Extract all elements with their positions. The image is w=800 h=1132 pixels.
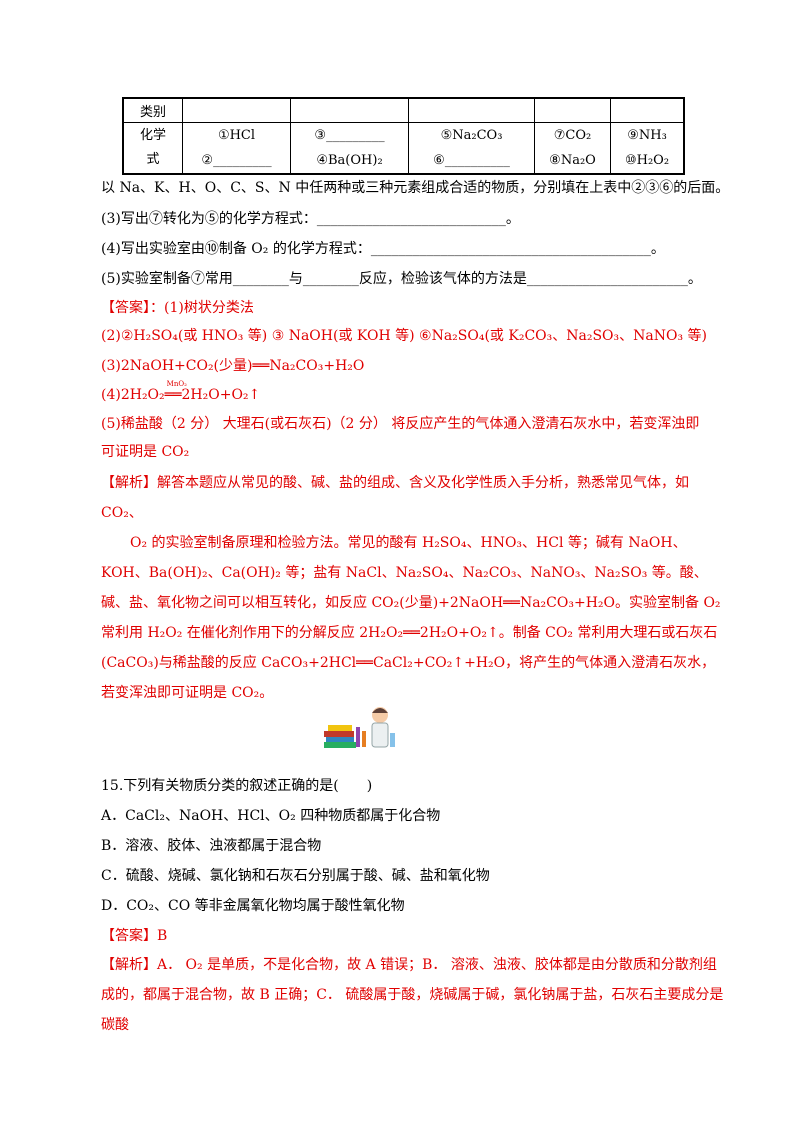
category-header: 类别 <box>122 97 183 123</box>
analysis-intro: 【解析】解答本题应从常见的酸、碱、盐的组成、含义及化学性质入手分析，熟悉常见气体… <box>101 475 689 521</box>
table-header-row: 类别 <box>122 97 685 123</box>
question-intro: 以 Na、K、H、O、C、S、N 中任两种或三种元素组成合适的物质，分别填在上表… <box>101 180 730 196</box>
question-5: (5)实验室制备⑦常用________与________反应，检验该气体的方法是… <box>101 271 702 287</box>
question-4: (4)写出实验室由⑩制备 O₂ 的化学方程式：_________________… <box>101 241 665 257</box>
option-c: C．硫酸、烧碱、氯化钠和石灰石分别属于酸、碱、盐和氧化物 <box>101 868 490 884</box>
answer-label: 【答案】 <box>101 300 150 316</box>
scientist-illustration <box>324 707 395 748</box>
catalyst-equation-sign: MnO₂══ <box>164 380 187 403</box>
analysis-body: O₂ 的实验室制备原理和检验方法。常见的酸有 H₂SO₄、HNO₃、HCl 等；… <box>101 535 721 701</box>
table-cell: ③_________④Ba(OH)₂ <box>290 122 409 175</box>
option-d: D．CO₂、CO 等非金属氧化物均属于酸性氧化物 <box>101 898 405 914</box>
option-a: A．CaCl₂、NaOH、HCl、O₂ 四种物质都属于化合物 <box>101 808 441 824</box>
answer-line-5: (5)稀盐酸（2 分） 大理石(或石灰石)（2 分） 将反应产生的气体通入澄清石… <box>101 416 700 432</box>
question-15-stem: 15.下列有关物质分类的叙述正确的是( ) <box>101 778 373 794</box>
answer-line-3: (3)2NaOH+CO₂(少量)══Na₂CO₃+H₂O <box>101 358 365 374</box>
q15-answer: 【答案】B <box>101 928 168 944</box>
answer-line-2: (2)②H₂SO₄(或 HNO₃ 等) ③ NaOH(或 KOH 等) ⑥Na₂… <box>101 328 707 344</box>
q15-analysis: 【解析】A． O₂ 是单质，不是化合物，故 A 错误；B． 溶液、浊液、胶体都是… <box>101 957 724 1033</box>
formula-row-label: 化学 式 <box>122 122 183 175</box>
answer-line-6: 可证明是 CO₂ <box>101 444 190 460</box>
question-3: (3)写出⑦转化为⑤的化学方程式：_______________________… <box>101 211 520 227</box>
option-b: B．溶液、胶体、浊液都属于混合物 <box>101 838 322 854</box>
answer-line-1: 【答案】：(1)树状分类法 <box>101 300 254 316</box>
